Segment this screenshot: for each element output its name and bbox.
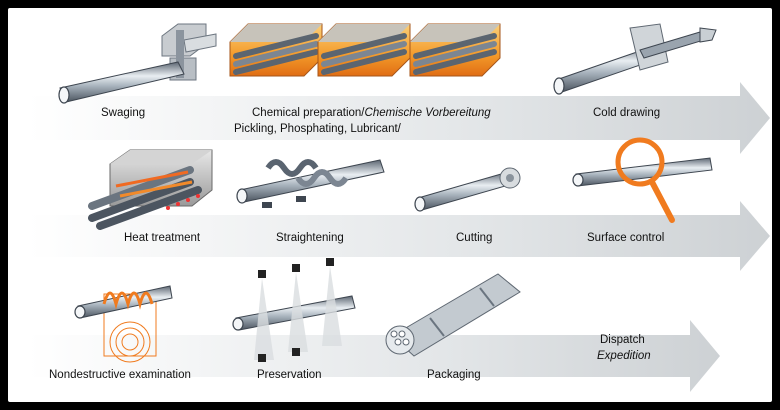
straightening-label: Straightening [276,232,344,244]
heat-treatment-label: Heat treatment [124,232,201,244]
nde-icon [74,285,173,363]
cold-drawing-label: Cold drawing [593,107,661,119]
surface-control-icon [572,137,713,223]
preservation-label: Preservation [257,369,322,381]
straightening-icon [236,159,385,208]
packaging-label: Packaging [427,369,481,381]
heat-treatment-icon [88,149,213,230]
chemical-label-de: Chemische Vorbereitung [364,107,491,119]
row-3-arrow [28,320,720,392]
nde-label: Nondestructive examination [49,369,191,381]
packaging-icon [385,273,521,357]
cutting-label: Cutting [456,232,493,244]
expedition-label: Expedition [597,350,651,362]
chemical-sub-label: Pickling, Phosphating, Lubricant/ [234,123,401,135]
swaging-label: Swaging [101,107,146,119]
preservation-icon [232,258,356,362]
chemical-baths-icon [229,23,501,77]
cutting-icon [414,167,521,212]
chemical-preparation-label: Chemical preparation/Chemische Vorbereit… [252,106,491,120]
row-1-arrow [28,82,770,154]
cold-drawing-icon [553,23,717,95]
dispatch-label: Dispatch [600,334,645,346]
surface-control-label: Surface control [587,232,665,244]
swaging-icon [58,23,217,104]
row-2-arrow [28,201,770,271]
chemical-label-en: Chemical preparation/ [252,107,365,119]
